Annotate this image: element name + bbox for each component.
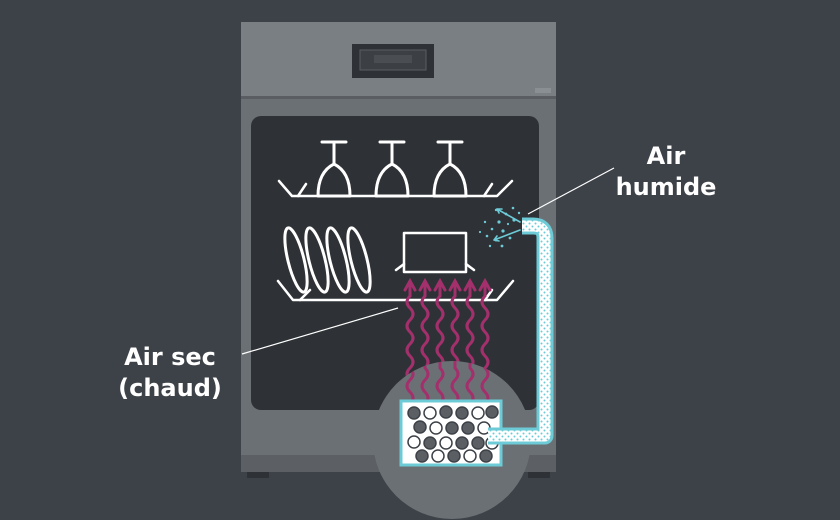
zeolite-bead bbox=[423, 406, 437, 420]
zeolite-bead bbox=[431, 449, 445, 463]
hot-air-arrowhead bbox=[448, 277, 462, 292]
zeolite-bead bbox=[479, 449, 493, 463]
humid-air-label-line2: humide bbox=[615, 173, 717, 201]
humid-air-pointer bbox=[527, 167, 615, 215]
hot-air-arrowhead bbox=[478, 277, 492, 292]
zeolite-bead bbox=[485, 405, 499, 419]
hot-air-arrow-inner bbox=[405, 361, 415, 406]
hot-air-arrow-inner bbox=[435, 361, 445, 406]
hot-air-arrow-inner bbox=[465, 361, 475, 406]
zeolite-bead bbox=[455, 436, 469, 450]
wine-glass-icon bbox=[432, 140, 468, 198]
zeolite-bead bbox=[407, 406, 421, 420]
lower-rack bbox=[276, 279, 515, 302]
zeolite-bead bbox=[415, 449, 429, 463]
hot-air-arrowhead bbox=[418, 277, 432, 292]
door-window bbox=[251, 116, 539, 410]
zeolite-bead bbox=[463, 449, 477, 463]
dry-air-label: Air sec (chaud) bbox=[108, 342, 232, 404]
zeolite-bead bbox=[439, 436, 453, 450]
hot-air-arrowhead bbox=[463, 277, 477, 292]
dry-air-label-line2: (chaud) bbox=[118, 374, 222, 402]
air-tube-icon bbox=[488, 217, 554, 445]
zeolite-bead bbox=[439, 405, 453, 419]
zeolite-bead bbox=[413, 420, 427, 434]
dry-air-pointer bbox=[241, 307, 399, 355]
zeolite-bead bbox=[423, 436, 437, 450]
zeolite-bead-icon bbox=[407, 405, 499, 463]
zeolite-bead bbox=[429, 421, 443, 435]
zeolite-bead bbox=[407, 435, 421, 449]
zeolite-bead bbox=[461, 421, 475, 435]
wine-glass-icon bbox=[316, 140, 352, 198]
control-panel-display bbox=[352, 44, 434, 78]
zeolite-bead bbox=[445, 421, 459, 435]
zeolite-bead bbox=[447, 449, 461, 463]
zeolite-bead bbox=[471, 406, 485, 420]
bowl-icon bbox=[394, 231, 476, 274]
hot-air-arrow-inner bbox=[420, 361, 430, 406]
hot-air-arrow-inner bbox=[480, 361, 490, 406]
plate-icon bbox=[283, 226, 372, 294]
hot-air-arrowhead bbox=[403, 277, 417, 292]
humid-air-label: Air humide bbox=[608, 141, 724, 203]
humid-air-arrows bbox=[493, 208, 521, 242]
zeolite-bead bbox=[455, 406, 469, 420]
hot-air-arrowhead bbox=[433, 277, 447, 292]
zeolite-bead bbox=[471, 436, 485, 450]
humid-air-label-line1: Air bbox=[646, 142, 686, 170]
hot-air-arrow-inner bbox=[450, 361, 460, 406]
zeolite-magnifier bbox=[373, 361, 531, 519]
wine-glass-icon bbox=[374, 140, 410, 198]
dry-air-label-line1: Air sec bbox=[124, 343, 216, 371]
